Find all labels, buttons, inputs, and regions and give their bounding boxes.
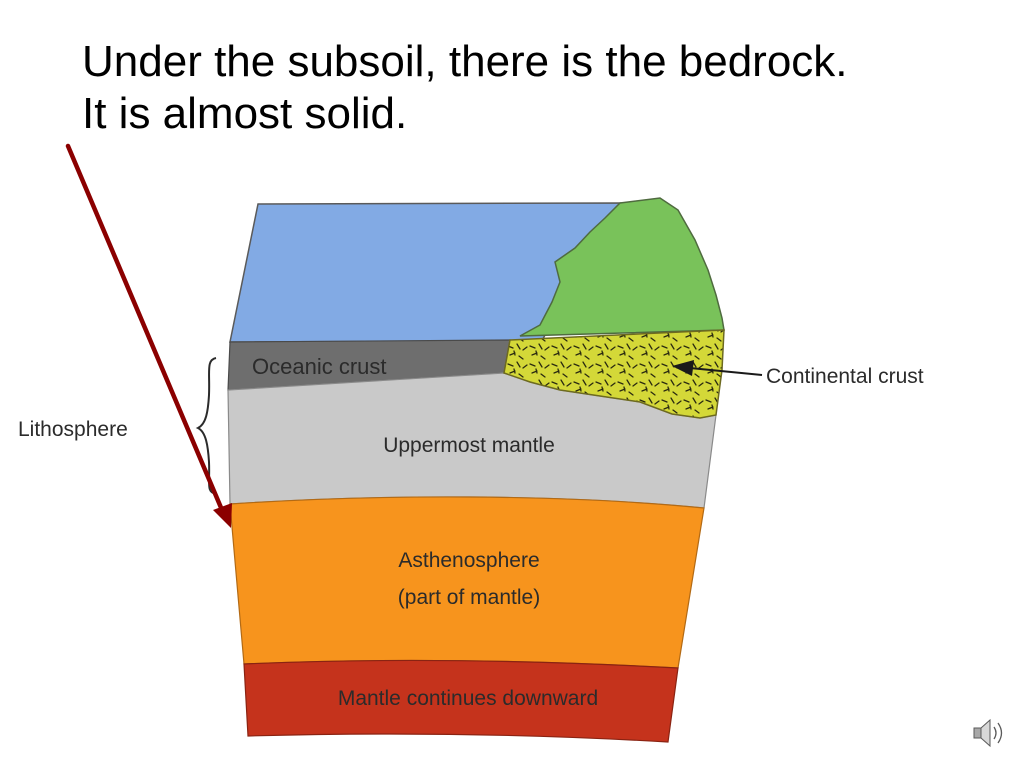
- label-lithosphere: Lithosphere: [18, 418, 128, 441]
- label-mantle-downward: Mantle continues downward: [338, 687, 598, 710]
- mantle-layer: [243, 659, 679, 743]
- title-line-1: Under the subsoil, there is the bedrock.: [82, 37, 848, 86]
- label-oceanic-crust: Oceanic crust: [252, 354, 387, 379]
- label-asthenosphere: Asthenosphere: [398, 549, 539, 572]
- continental-crust-layer: [503, 329, 725, 419]
- asthenosphere-layer: [229, 496, 705, 669]
- pointer-arrow: [65, 143, 225, 513]
- speaker-icon[interactable]: [973, 718, 1003, 748]
- label-uppermost-mantle: Uppermost mantle: [383, 434, 555, 457]
- continental-crust-pointer-head: [672, 360, 694, 376]
- title-line-2: It is almost solid.: [82, 89, 408, 138]
- land-layer: [519, 197, 725, 337]
- slide-title: Under the subsoil, there is the bedrock.…: [82, 36, 1012, 140]
- label-continental-crust: Continental crust: [766, 365, 924, 388]
- pointer-arrow-head: [213, 503, 232, 528]
- label-asthenosphere-note: (part of mantle): [398, 586, 540, 609]
- continental-crust-pointer: [689, 367, 763, 376]
